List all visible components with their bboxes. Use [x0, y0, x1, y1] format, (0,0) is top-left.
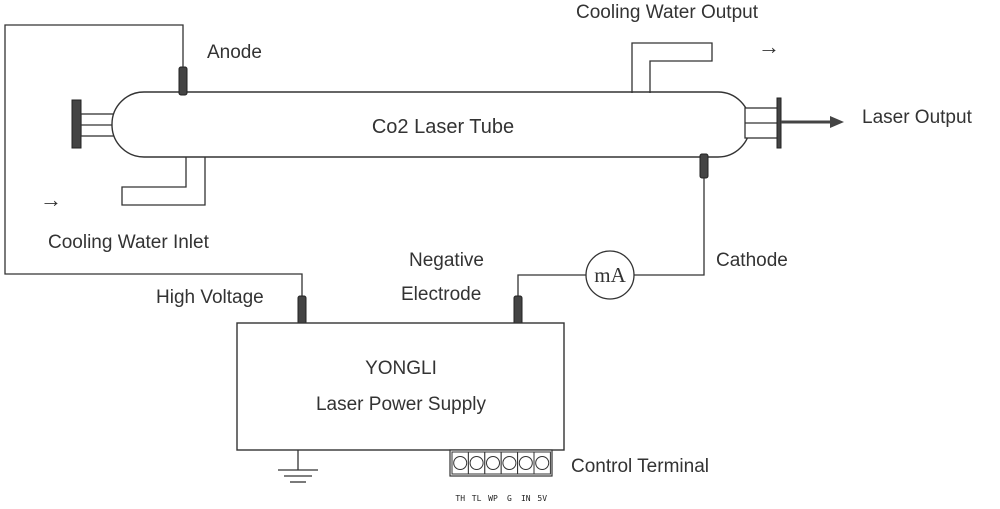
power-supply-box	[236, 322, 565, 451]
power-supply-name: Laser Power Supply	[316, 394, 487, 415]
terminal-label-th: TH	[455, 494, 465, 503]
milliammeter-label: mA	[594, 263, 626, 287]
ground-icon	[278, 450, 318, 483]
laser-power-supply: YONGLI Laser Power Supply	[236, 322, 565, 451]
anode-terminal	[178, 66, 188, 96]
terminal-label-5v: 5V	[537, 494, 547, 503]
cathode-wire	[634, 178, 705, 276]
cooling-water-inlet-label: Cooling Water Inlet	[48, 232, 210, 253]
cooling-water-output-pipe	[631, 42, 713, 93]
output-flow-arrow: →	[758, 34, 780, 59]
inlet-flow-arrow: →	[40, 187, 62, 212]
terminal-screw-icon	[453, 456, 468, 470]
terminal-label-tl: TL	[472, 494, 482, 503]
co2-laser-tube: Co2 Laser Tube	[71, 91, 782, 158]
control-terminal-block: TH TL WP G IN 5V	[449, 449, 553, 503]
negative-wire	[517, 274, 586, 298]
terminal-screw-icon	[469, 456, 484, 470]
cooling-water-output-label: Cooling Water Output	[576, 2, 759, 23]
terminal-label-g: G	[507, 494, 512, 503]
high-voltage-terminal	[297, 295, 307, 325]
terminal-screw-icon	[502, 456, 517, 470]
output-coupler-plate	[776, 97, 782, 149]
laser-output-beam	[781, 116, 844, 128]
terminal-screw-icon	[486, 456, 500, 470]
high-voltage-label: High Voltage	[156, 287, 264, 308]
rear-mirror-plate	[71, 99, 82, 149]
cooling-water-inlet-pipe	[121, 157, 206, 206]
terminal-label-in: IN	[521, 494, 531, 503]
cathode-terminal	[699, 153, 709, 179]
tube-label: Co2 Laser Tube	[372, 116, 514, 138]
negative-electrode-label-line2: Electrode	[401, 284, 481, 305]
high-voltage-wire	[4, 24, 303, 298]
control-terminal-label: Control Terminal	[571, 456, 709, 477]
terminal-screw-icon	[535, 456, 550, 470]
cathode-label: Cathode	[716, 250, 788, 271]
anode-label: Anode	[207, 42, 262, 63]
laser-output-label: Laser Output	[862, 107, 973, 128]
terminal-label-wp: WP	[488, 494, 498, 503]
milliammeter: mA	[585, 250, 635, 300]
power-supply-brand: YONGLI	[365, 358, 437, 379]
terminal-screw-icon	[518, 456, 533, 470]
negative-electrode-label-line1: Negative	[409, 250, 484, 271]
negative-electrode-terminal	[513, 295, 523, 327]
